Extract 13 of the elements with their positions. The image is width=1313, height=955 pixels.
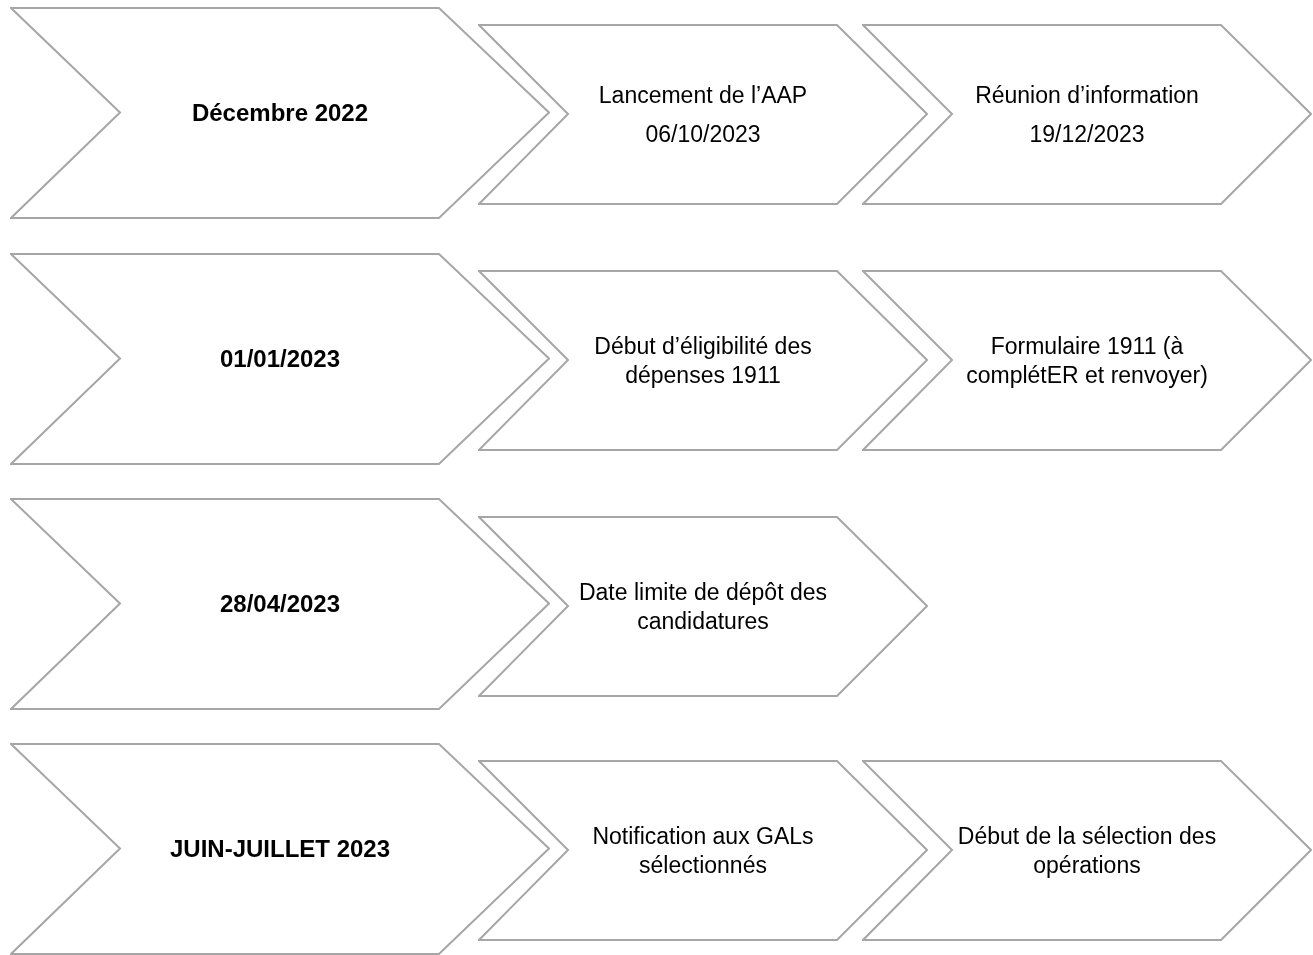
- step-text: Formulaire 1911 (à complétER et renvoyer): [965, 331, 1209, 390]
- date-label: 28/04/2023: [219, 589, 341, 619]
- step-text: 06/10/2023: [645, 119, 761, 149]
- step-text: Réunion d’information: [975, 80, 1199, 110]
- date-label: JUIN-JUILLET 2023: [169, 834, 391, 864]
- date-label: Décembre 2022: [191, 98, 369, 128]
- step-text: Début d’éligibilité des dépenses 1911: [593, 331, 813, 390]
- date-label: 01/01/2023: [219, 344, 341, 374]
- step-text: 19/12/2023: [1029, 119, 1145, 149]
- step-text: Notification aux GALs sélectionnés: [591, 821, 815, 880]
- step-text: Lancement de l’AAP: [598, 80, 808, 110]
- step-text: Date limite de dépôt des candidatures: [577, 577, 828, 636]
- step-text: Début de la sélection des opérations: [957, 821, 1217, 880]
